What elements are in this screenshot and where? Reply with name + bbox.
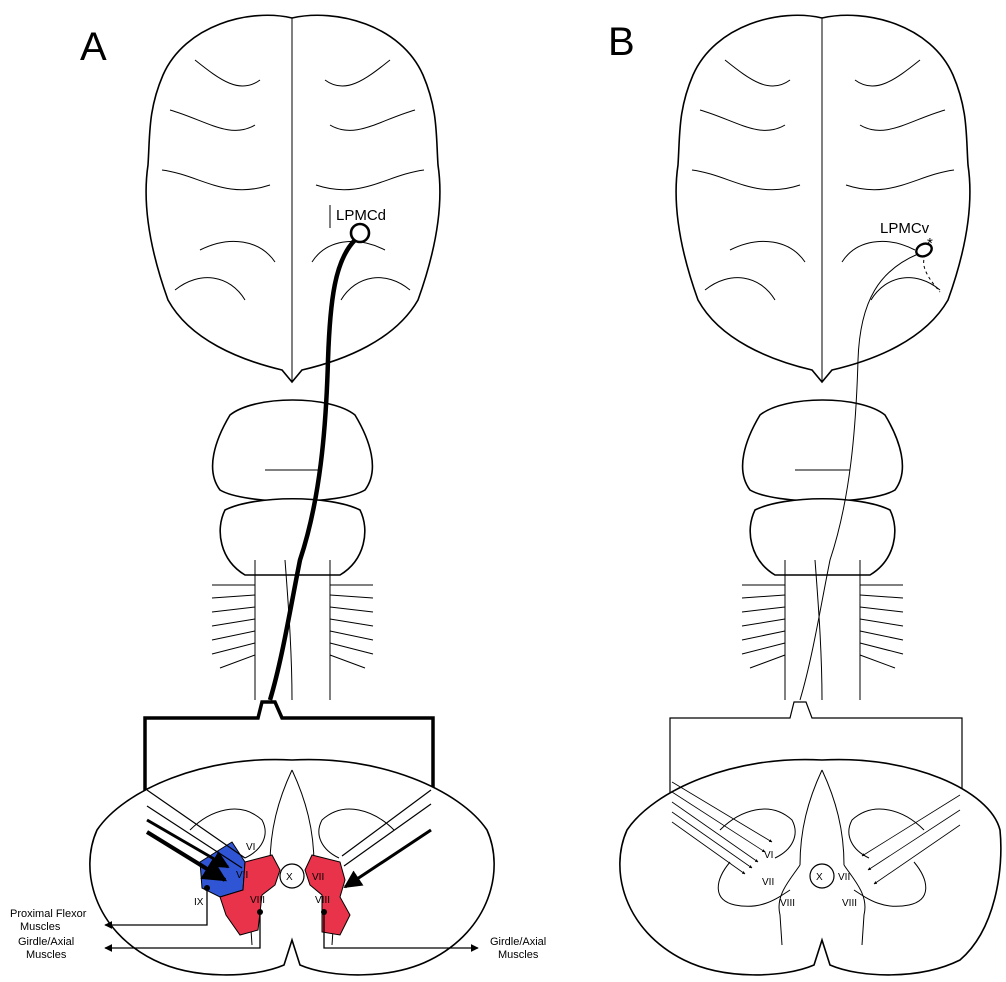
lamina-vii-right-b: VII xyxy=(838,872,850,883)
nerve-roots-left-a xyxy=(212,585,255,668)
cortical-area-label-a: LPMCd xyxy=(336,207,386,224)
panel-letter-a: A xyxy=(80,25,107,69)
spinal-cord-b xyxy=(620,760,1001,975)
panel-b: B LPMCv * xyxy=(608,15,1001,975)
cortical-area-label-b: LPMCv xyxy=(880,220,930,237)
muscle-label-girdle-left-2: Muscles xyxy=(26,949,67,961)
muscle-label-girdle-right-1: Girdle/Axial xyxy=(490,936,546,948)
brain-outline-a xyxy=(146,15,440,382)
lamina-vi-a: VI xyxy=(246,842,255,853)
panel-a: A LPMCd xyxy=(10,15,546,975)
lamina-vii-right-a: VII xyxy=(312,872,324,883)
lamina-x-b: X xyxy=(816,872,823,883)
lamina-ix-a: IX xyxy=(194,897,204,908)
lamina-viii-left-b: VIII xyxy=(780,898,795,909)
brainstem-a xyxy=(213,400,373,700)
muscle-label-proximal-flexor-1: Proximal Flexor xyxy=(10,908,87,920)
nerve-roots-right-a xyxy=(330,585,373,668)
brain-outline-b xyxy=(676,15,970,382)
lamina-vii-left-b: VII xyxy=(762,877,774,888)
lamina-viii-right-b: VIII xyxy=(842,898,857,909)
muscle-label-girdle-left-1: Girdle/Axial xyxy=(18,936,74,948)
lamina-viii-right-a: VIII xyxy=(315,895,330,906)
panel-letter-b: B xyxy=(608,20,635,64)
lamina-vi-b: VI xyxy=(764,850,773,861)
muscle-label-proximal-flexor-2: Muscles xyxy=(20,921,61,933)
lamina-viii-left-a: VIII xyxy=(250,895,265,906)
lamina-x-a: X xyxy=(286,872,293,883)
brainstem-b xyxy=(743,400,903,700)
nerve-roots-right-b xyxy=(860,585,903,668)
muscle-label-girdle-right-2: Muscles xyxy=(498,949,539,961)
lamina-vii-left-a: VII xyxy=(236,870,248,881)
nerve-roots-left-b xyxy=(742,585,785,668)
